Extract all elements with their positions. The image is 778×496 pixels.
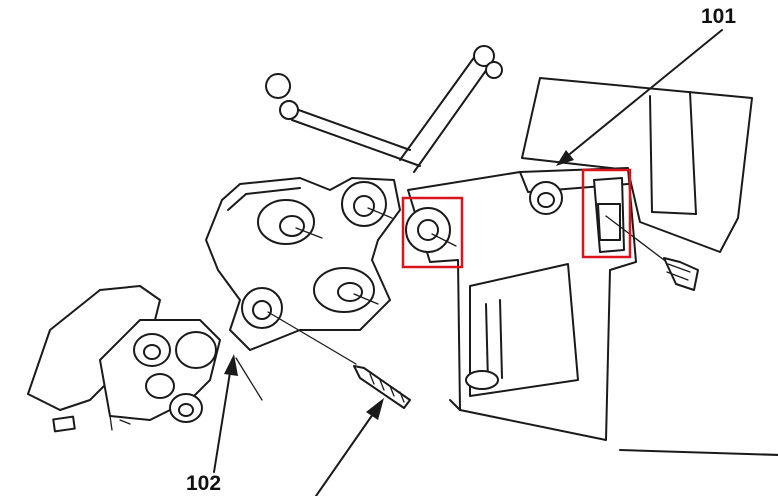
screw-right bbox=[663, 257, 699, 291]
bushing-upper-center bbox=[341, 181, 393, 227]
bushing-bracket bbox=[529, 181, 563, 215]
mounting-bracket-panel bbox=[521, 77, 753, 253]
callout-arrow-102 bbox=[213, 354, 238, 473]
bushing-upper-left bbox=[257, 199, 323, 245]
callout-arrow-screw bbox=[315, 398, 384, 496]
gear-assembly bbox=[27, 285, 263, 433]
bushing-base-plate bbox=[405, 207, 457, 253]
lower-cutout bbox=[465, 263, 579, 397]
linkage-rods bbox=[265, 45, 503, 173]
highlight-box-clip bbox=[581, 168, 632, 259]
callout-label-101: 101 bbox=[701, 5, 737, 28]
bushing-lower-left bbox=[241, 287, 357, 365]
callout-arrow-101 bbox=[556, 29, 723, 166]
highlight-box-bushing bbox=[401, 196, 464, 269]
callout-label-102: 102 bbox=[186, 472, 222, 495]
bracket-clip bbox=[593, 177, 665, 261]
screw-center bbox=[353, 365, 411, 409]
bushing-center bbox=[313, 267, 379, 313]
